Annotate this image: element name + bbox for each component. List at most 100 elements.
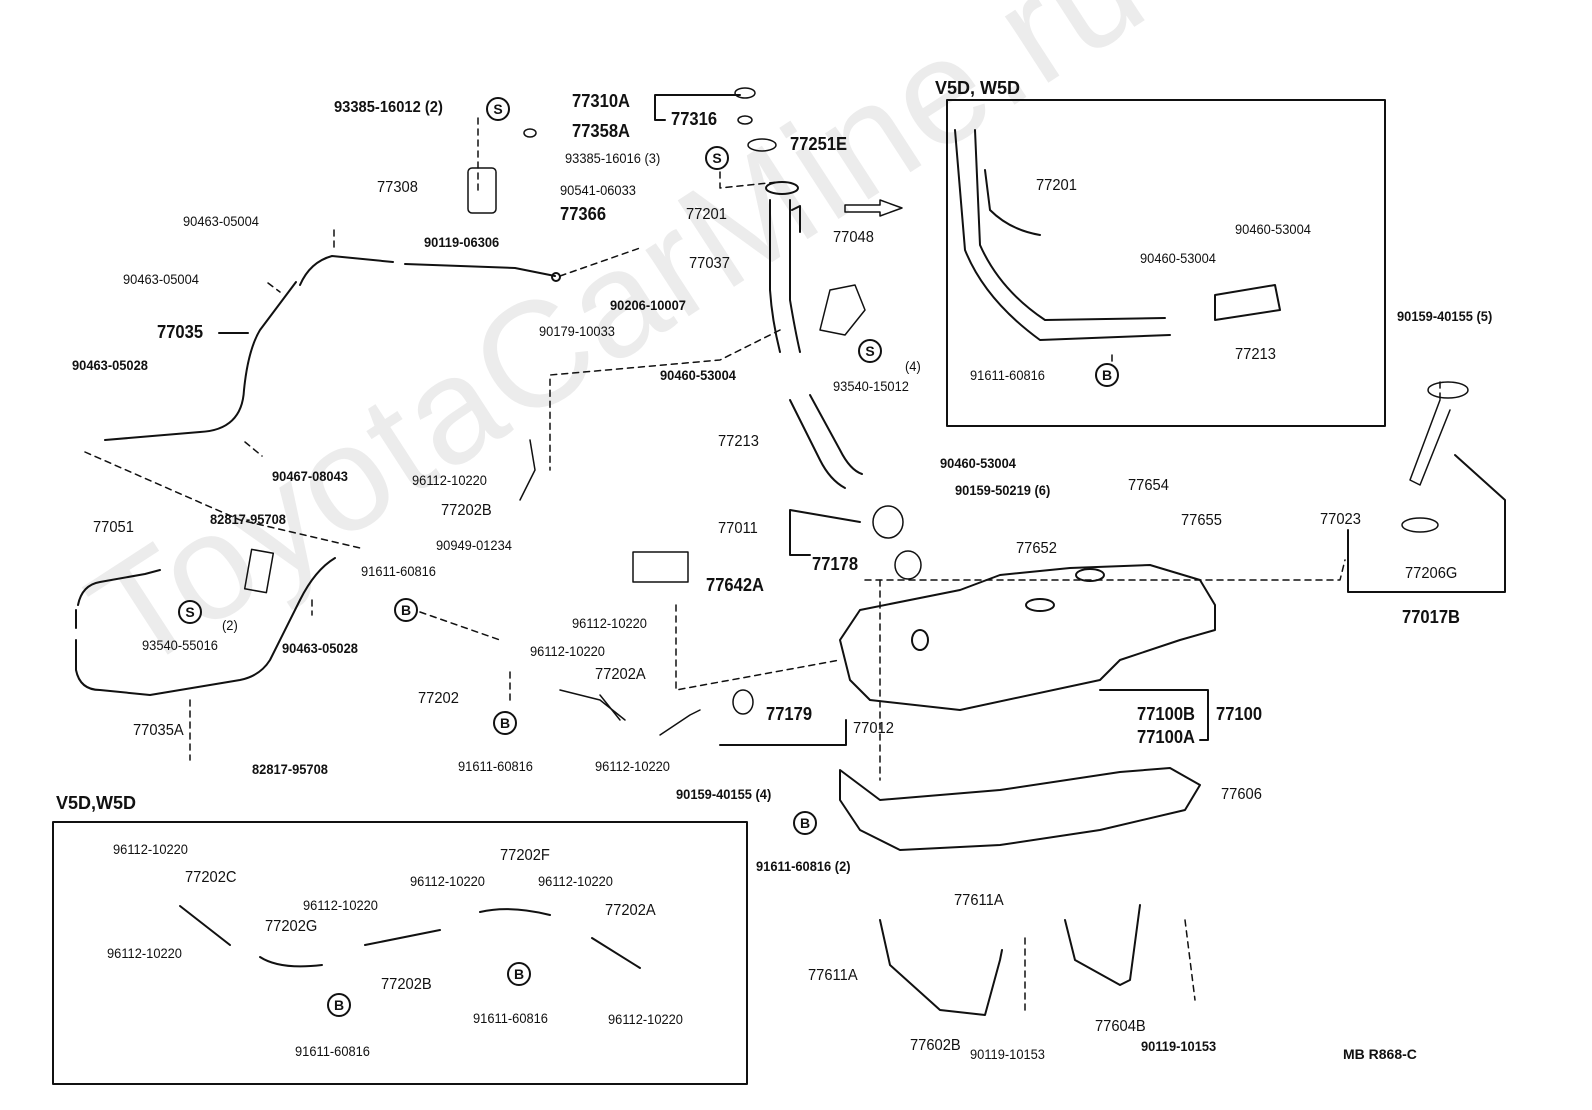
inset-part-label[interactable]: 96112-10220 <box>410 873 485 889</box>
part-label[interactable]: 77178 <box>812 554 859 574</box>
inset-box-bottom-left <box>52 821 748 1085</box>
protector-77606 <box>839 767 1201 851</box>
cable-77035A <box>75 557 336 696</box>
bolt-b-icon: B <box>793 811 817 835</box>
part-label[interactable]: 90119-06306 <box>424 234 500 250</box>
inset-pipe-77201 <box>954 129 1281 341</box>
part-label[interactable]: 90206-10007 <box>610 297 686 313</box>
cable-77035 <box>104 255 561 441</box>
part-label[interactable]: 82817-95708 <box>252 761 328 777</box>
part-label[interactable]: 96112-10220 <box>530 643 605 659</box>
part-label[interactable]: 77213 <box>718 433 759 450</box>
bolt-b-icon: B <box>394 598 418 622</box>
part-label[interactable]: 77655 <box>1181 512 1222 529</box>
inset-part-label[interactable]: 96112-10220 <box>303 897 378 913</box>
part-label[interactable]: 77202 <box>418 690 459 707</box>
part-label[interactable]: 90159-50219 (6) <box>955 482 1051 498</box>
part-label[interactable]: 77316 <box>671 109 718 129</box>
inset-part-label[interactable]: 77202F <box>500 847 550 864</box>
part-label[interactable]: 77012 <box>853 720 894 737</box>
inset-part-label[interactable]: 96112-10220 <box>107 945 182 961</box>
part-label[interactable]: 82817-95708 <box>210 511 286 527</box>
part-label: (4) <box>905 358 921 374</box>
bracket-77100 <box>1099 689 1209 741</box>
part-label[interactable]: 93540-15012 <box>833 378 909 394</box>
standard-part-s-icon: S <box>178 600 202 624</box>
inset-part-label[interactable]: 91611-60816 <box>473 1010 548 1026</box>
inset-part-label[interactable]: 90460-53004 <box>1140 250 1216 266</box>
part-label[interactable]: 90119-10153 <box>1141 1038 1217 1054</box>
part-label[interactable]: 77048 <box>833 229 874 246</box>
bracket-77012 <box>719 719 847 746</box>
part-label[interactable]: 90949-01234 <box>436 537 512 553</box>
part-label[interactable]: 96112-10220 <box>412 472 487 488</box>
part-label[interactable]: 90179-10033 <box>539 323 615 339</box>
part-label[interactable]: 77100B <box>1137 704 1196 724</box>
part-label[interactable]: 77100 <box>1216 704 1263 724</box>
part-label[interactable]: 77310A <box>572 91 631 111</box>
part-label[interactable]: 91611-60816 <box>458 758 533 774</box>
part-label[interactable]: 77366 <box>560 204 607 224</box>
part-label[interactable]: 77654 <box>1128 477 1169 494</box>
part-label[interactable]: 96112-10220 <box>572 615 647 631</box>
inset-part-label[interactable]: 77201 <box>1036 177 1077 194</box>
part-label[interactable]: 90119-10153 <box>970 1046 1045 1062</box>
inset-part-label[interactable]: 96112-10220 <box>608 1011 683 1027</box>
part-label[interactable]: 77206G <box>1405 565 1458 582</box>
part-label[interactable]: 77017B <box>1402 607 1461 627</box>
part-label[interactable]: 90159-40155 (5) <box>1397 308 1493 324</box>
part-label[interactable]: 77251E <box>790 134 848 154</box>
part-label[interactable]: 77011 <box>718 520 758 537</box>
inset-part-label[interactable]: 77202A <box>605 902 656 919</box>
part-label[interactable]: 77602B <box>910 1037 961 1054</box>
part-label[interactable]: 91611-60816 (2) <box>756 858 851 874</box>
diagram-reference-code: MB R868-C <box>1343 1046 1417 1062</box>
part-label[interactable]: 77611A <box>808 967 858 984</box>
part-label[interactable]: 90463-05004 <box>123 271 199 287</box>
part-label[interactable]: 77611A <box>954 892 1004 909</box>
part-label[interactable]: 90467-08043 <box>272 468 348 484</box>
inset-part-label[interactable]: 77202B <box>381 976 432 993</box>
part-label[interactable]: 96112-10220 <box>595 758 670 774</box>
inset-part-label[interactable]: 77213 <box>1235 346 1276 363</box>
part-label[interactable]: 77023 <box>1320 511 1361 528</box>
part-label[interactable]: 77604B <box>1095 1018 1146 1035</box>
bolt-b-icon: B <box>507 962 531 986</box>
inset-part-label[interactable]: 91611-60816 <box>970 367 1045 383</box>
part-label[interactable]: 77202B <box>441 502 492 519</box>
band-77604B <box>1064 904 1141 986</box>
part-label[interactable]: 90460-53004 <box>940 455 1016 471</box>
inset-part-label[interactable]: 77202C <box>185 869 237 886</box>
part-label[interactable]: 77642A <box>706 575 765 595</box>
inset-part-label[interactable]: 96112-10220 <box>113 841 188 857</box>
inset-part-label[interactable]: 90460-53004 <box>1235 221 1311 237</box>
part-label[interactable]: 77037 <box>689 255 730 272</box>
bolt-b-icon: B <box>327 993 351 1017</box>
part-label[interactable]: 93540-55016 <box>142 637 218 653</box>
part-label[interactable]: 77358A <box>572 121 631 141</box>
part-label[interactable]: 93385-16012 (2) <box>334 99 443 116</box>
part-label[interactable]: 77202A <box>595 666 646 683</box>
part-label[interactable]: 77308 <box>377 179 418 196</box>
inset-part-label[interactable]: 96112-10220 <box>538 873 613 889</box>
part-label[interactable]: 90463-05004 <box>183 213 259 229</box>
part-label[interactable]: 90463-05028 <box>282 640 358 656</box>
part-label[interactable]: 77100A <box>1137 727 1196 747</box>
hose-77213 <box>789 394 863 489</box>
part-label[interactable]: 90541-06033 <box>560 182 636 198</box>
part-label[interactable]: 77051 <box>93 519 134 536</box>
inset-part-label[interactable]: 77202G <box>265 918 318 935</box>
part-label[interactable]: 90463-05028 <box>72 357 148 373</box>
part-label[interactable]: 77606 <box>1221 786 1262 803</box>
part-label[interactable]: 77201 <box>686 206 727 223</box>
part-label[interactable]: 77179 <box>766 704 813 724</box>
part-label[interactable]: 93385-16016 (3) <box>565 150 661 166</box>
inset-title-top-right: V5D, W5D <box>935 78 1021 98</box>
part-label[interactable]: 77035 <box>157 322 204 342</box>
part-label[interactable]: 77035A <box>133 722 184 739</box>
part-label[interactable]: 90460-53004 <box>660 367 736 383</box>
part-label[interactable]: 77652 <box>1016 540 1057 557</box>
part-label[interactable]: 90159-40155 (4) <box>676 786 772 802</box>
part-label[interactable]: 91611-60816 <box>361 563 436 579</box>
inset-part-label[interactable]: 91611-60816 <box>295 1043 370 1059</box>
